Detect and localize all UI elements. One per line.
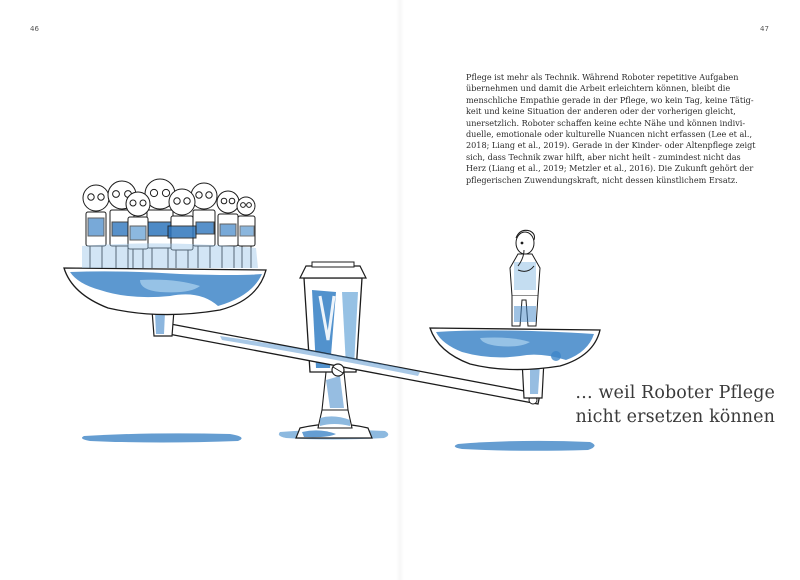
text-line: übernehmen und damit die Arbeit erleicht…	[466, 83, 731, 94]
text-line: unersetzlich. Roboter schaffen keine ech…	[466, 117, 746, 128]
robot-figure	[82, 184, 110, 268]
text-line: menschliche Empathie gerade in der Pfleg…	[466, 94, 754, 105]
text-line: duelle, emotionale oder kulturelle Nuanc…	[466, 129, 753, 140]
caption-line: … weil Roboter Pflege	[575, 383, 775, 403]
robot-figure	[144, 178, 176, 268]
body-paragraph: Pflege ist mehr als Technik. Während Rob…	[466, 72, 772, 186]
robot-figure	[236, 196, 256, 268]
scale-fulcrum	[295, 261, 373, 439]
illustration-caption: … weil Roboter Pflege nicht ersetzen kön…	[555, 381, 775, 429]
text-line: sich, dass Technik zwar hilft, aber nich…	[466, 151, 741, 162]
robot-figure	[125, 191, 151, 268]
page-number-left: 46	[30, 25, 39, 33]
right-pan	[429, 327, 601, 371]
caption-line: nicht ersetzen können	[575, 407, 775, 427]
human-figure	[509, 229, 541, 327]
text-line: pflegerischen Zuwendungskraft, nicht des…	[466, 174, 738, 185]
left-pan	[63, 267, 267, 316]
text-line: 2018; Liang et al., 2019). Gerade in der…	[466, 140, 756, 151]
gutter-shadow	[396, 0, 404, 580]
text-line: Pflege ist mehr als Technik. Während Rob…	[466, 72, 739, 82]
page-number-right: 47	[760, 25, 769, 33]
text-line: keit und keine Situation der anderen ode…	[466, 106, 736, 117]
robot-figure	[167, 188, 197, 268]
robot-figure	[216, 190, 240, 268]
robot-group	[82, 178, 258, 268]
text-line: Herz (Liang et al., 2019; Metzler et al.…	[466, 163, 754, 174]
